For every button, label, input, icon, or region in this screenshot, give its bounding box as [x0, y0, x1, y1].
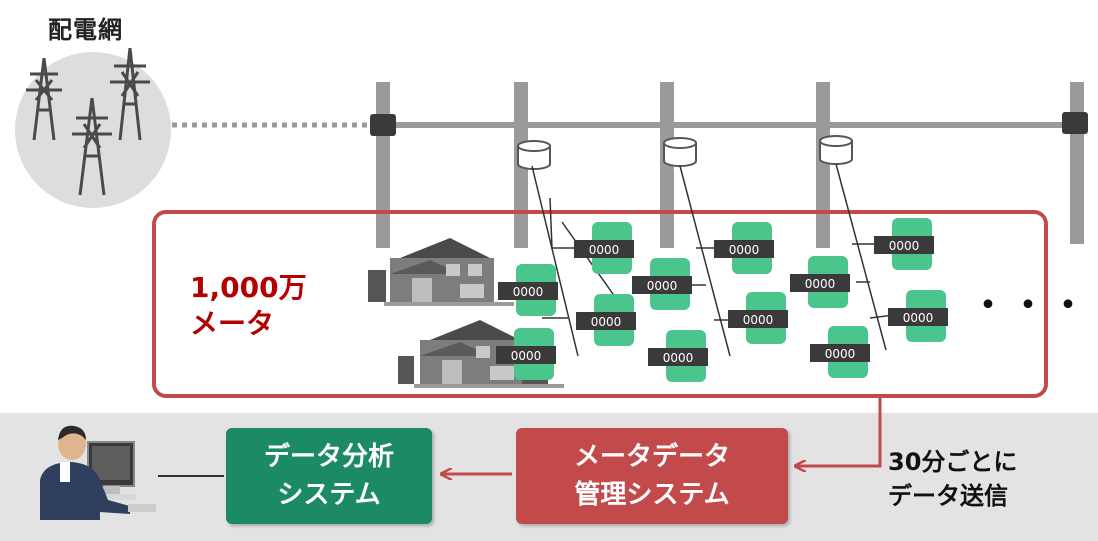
meter-reading: 0000: [589, 243, 620, 257]
meter-icon: 0000: [496, 328, 556, 380]
operator-computer-icon: [40, 425, 156, 520]
analysis-system-line1: データ分析: [263, 442, 394, 472]
meter-icon: 0000: [632, 258, 692, 310]
meter-reading: 0000: [825, 347, 856, 361]
transmission-tower-icon: [15, 47, 171, 208]
meter-reading: 0000: [805, 277, 836, 291]
meter-count-line1: 1,000万: [190, 271, 307, 304]
data-flow-arrow-to-mdms: [796, 398, 882, 466]
send-interval-note: 30分ごとに データ送信: [888, 445, 1048, 513]
transformer-icon: [370, 112, 1088, 136]
meter-icon: 0000: [810, 326, 870, 378]
mdms-line2: 管理システム: [574, 480, 730, 510]
mdms-box: メータデータ 管理システム: [516, 428, 788, 524]
meter-reading: 0000: [729, 243, 760, 257]
analysis-system-box: データ分析 システム: [226, 428, 432, 524]
meter-icon: 0000: [576, 294, 636, 346]
meter-icon: 0000: [728, 292, 788, 344]
meter-reading: 0000: [647, 279, 678, 293]
meter-reading: 0000: [663, 351, 694, 365]
meter-icon: 0000: [648, 330, 708, 382]
meter-reading: 0000: [889, 239, 920, 253]
meter-count-line2: メータ: [190, 307, 275, 340]
meter-icon: 0000: [874, 218, 934, 270]
meter-icon: 0000: [498, 264, 558, 316]
meter-reading: 0000: [513, 285, 544, 299]
mdms-line1: メータデータ: [573, 442, 730, 472]
meter-reading: 0000: [903, 311, 934, 325]
meter-count-label: 1,000万 メータ: [190, 270, 320, 342]
send-interval-line2: データ送信: [888, 482, 1008, 510]
meter-icon: 0000: [790, 256, 850, 308]
meter-icon: 0000: [714, 222, 774, 274]
send-interval-line1: 30分ごとに: [888, 448, 1018, 476]
more-meters-ellipsis: ・・・: [970, 285, 1091, 326]
grid-label: 配電網: [48, 16, 123, 44]
analysis-system-line2: システム: [277, 480, 381, 510]
meter-reading: 0000: [743, 313, 774, 327]
meter-icon: 0000: [574, 222, 634, 274]
meter-area-frame: [152, 210, 1048, 398]
meter-reading: 0000: [511, 349, 542, 363]
meter-reading: 0000: [591, 315, 622, 329]
meter-icon: 0000: [888, 290, 948, 342]
concentrator-icon: [517, 135, 853, 170]
meter-group: 0000 0000 0000 0000 0000 0000 0000 0000 0000 0000…: [496, 218, 948, 382]
utility-poles: [376, 82, 1084, 248]
